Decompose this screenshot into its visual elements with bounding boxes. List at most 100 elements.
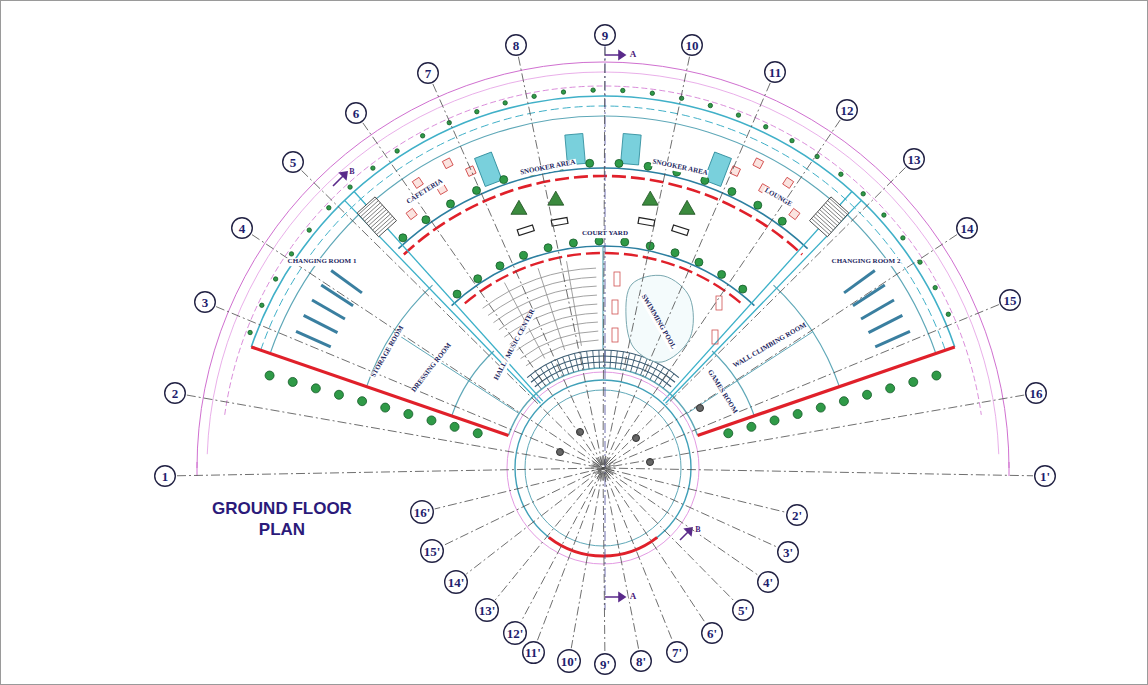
tree-dot xyxy=(863,390,872,399)
tree-dot xyxy=(569,239,577,247)
grid-number: 2' xyxy=(792,509,802,522)
stage-step xyxy=(557,359,564,376)
stage-step xyxy=(663,374,674,388)
bubble-circle xyxy=(758,572,779,593)
tree-dot xyxy=(427,416,436,425)
bubble-circle xyxy=(522,641,544,663)
bubble-circle xyxy=(765,62,786,83)
tree-dot xyxy=(420,134,424,138)
tree-dot xyxy=(475,109,479,113)
grid-bubble: 1' xyxy=(1034,465,1056,487)
stair-tread xyxy=(363,203,381,219)
plan-arc xyxy=(398,168,807,249)
stair-tread xyxy=(820,210,838,226)
grid-bubble: 8 xyxy=(505,34,527,56)
bubble-circle xyxy=(778,542,799,563)
tree-dot xyxy=(591,88,595,92)
bubble-circle xyxy=(283,152,304,173)
dimension-tick xyxy=(1009,462,1010,476)
stair-tread xyxy=(365,205,383,221)
grid-line xyxy=(433,84,673,641)
tree-dot xyxy=(496,262,504,270)
stair-tread xyxy=(367,207,385,223)
stair-tread xyxy=(822,207,840,223)
grid-number: 3 xyxy=(202,296,209,309)
dining-table xyxy=(730,166,741,177)
grid-number: 16' xyxy=(414,506,431,519)
tree-dot xyxy=(273,277,277,281)
tree-dot xyxy=(544,244,552,252)
stage-step xyxy=(645,361,653,377)
stage-step xyxy=(569,355,574,372)
grid-bubble: 2' xyxy=(786,504,808,526)
tree-dot xyxy=(520,251,528,259)
pool-bench xyxy=(612,300,618,314)
pool-bench xyxy=(712,330,718,344)
tree-dot xyxy=(473,429,482,438)
grid-bubble: 7' xyxy=(666,641,688,663)
stair-tread xyxy=(373,214,391,230)
tree-dot xyxy=(901,236,905,240)
tree-icon xyxy=(679,200,695,214)
grid-bubble: 15 xyxy=(999,289,1021,311)
grid-line xyxy=(495,167,905,599)
wall-line xyxy=(663,192,852,402)
section-line xyxy=(605,45,606,610)
grid-bubble: 16' xyxy=(410,500,434,524)
grid-bubble: 11 xyxy=(764,61,786,83)
grid-line xyxy=(187,395,786,512)
grid-number: 11 xyxy=(769,66,781,79)
grid-number: 1' xyxy=(1040,470,1050,483)
grid-bubble: 14 xyxy=(956,217,978,239)
tree-dot xyxy=(724,429,733,438)
plan-arc xyxy=(225,86,982,415)
tree-dot xyxy=(778,217,786,225)
tree-dot xyxy=(933,285,937,289)
grid-line xyxy=(302,170,735,601)
locker-row xyxy=(321,285,353,306)
locker-row xyxy=(296,331,331,346)
grid-bubble: 5 xyxy=(282,151,304,173)
tree-dot xyxy=(248,330,252,334)
locker-row xyxy=(844,271,875,293)
tree-dot xyxy=(311,384,320,393)
stage-step xyxy=(598,350,600,368)
bubble-circle xyxy=(232,218,253,239)
grid-number: 2 xyxy=(172,387,179,400)
stair-tread xyxy=(828,201,846,217)
tree-dot xyxy=(503,101,507,105)
grid-number: 15' xyxy=(424,545,441,558)
grid-number: 14 xyxy=(961,222,974,235)
tree-dot xyxy=(671,249,679,257)
bubble-circle xyxy=(702,623,723,644)
tree-dot xyxy=(404,410,413,419)
tree-dot xyxy=(260,303,264,307)
tree-dot xyxy=(770,416,779,425)
bubble-circle xyxy=(733,600,754,621)
rotunda-glazing xyxy=(549,537,657,556)
stair-tread xyxy=(369,210,387,226)
tree-dot xyxy=(288,377,297,386)
grid-number: 9 xyxy=(602,29,609,42)
stair-tread xyxy=(361,201,379,217)
stage-step xyxy=(636,356,642,373)
grid-number: 6' xyxy=(707,627,717,640)
furniture-dot xyxy=(557,449,564,456)
tree-dot xyxy=(348,185,352,189)
stair-tread xyxy=(816,214,834,230)
title-text: GROUND FLOOR PLAN xyxy=(212,499,352,539)
dining-table xyxy=(753,158,764,169)
grid-bubble: 6' xyxy=(701,622,723,644)
pool-bench xyxy=(614,272,620,286)
bubble-circle xyxy=(787,505,808,526)
stair-tread xyxy=(824,205,842,221)
grid-bubble: 13 xyxy=(903,148,925,170)
tree-dot xyxy=(815,154,819,158)
locker-row xyxy=(331,271,362,293)
grid-number: 9' xyxy=(600,658,610,671)
tree-icon xyxy=(548,191,564,205)
tree-dot xyxy=(839,172,843,176)
tree-dot xyxy=(381,403,390,412)
dining-table xyxy=(412,177,423,188)
